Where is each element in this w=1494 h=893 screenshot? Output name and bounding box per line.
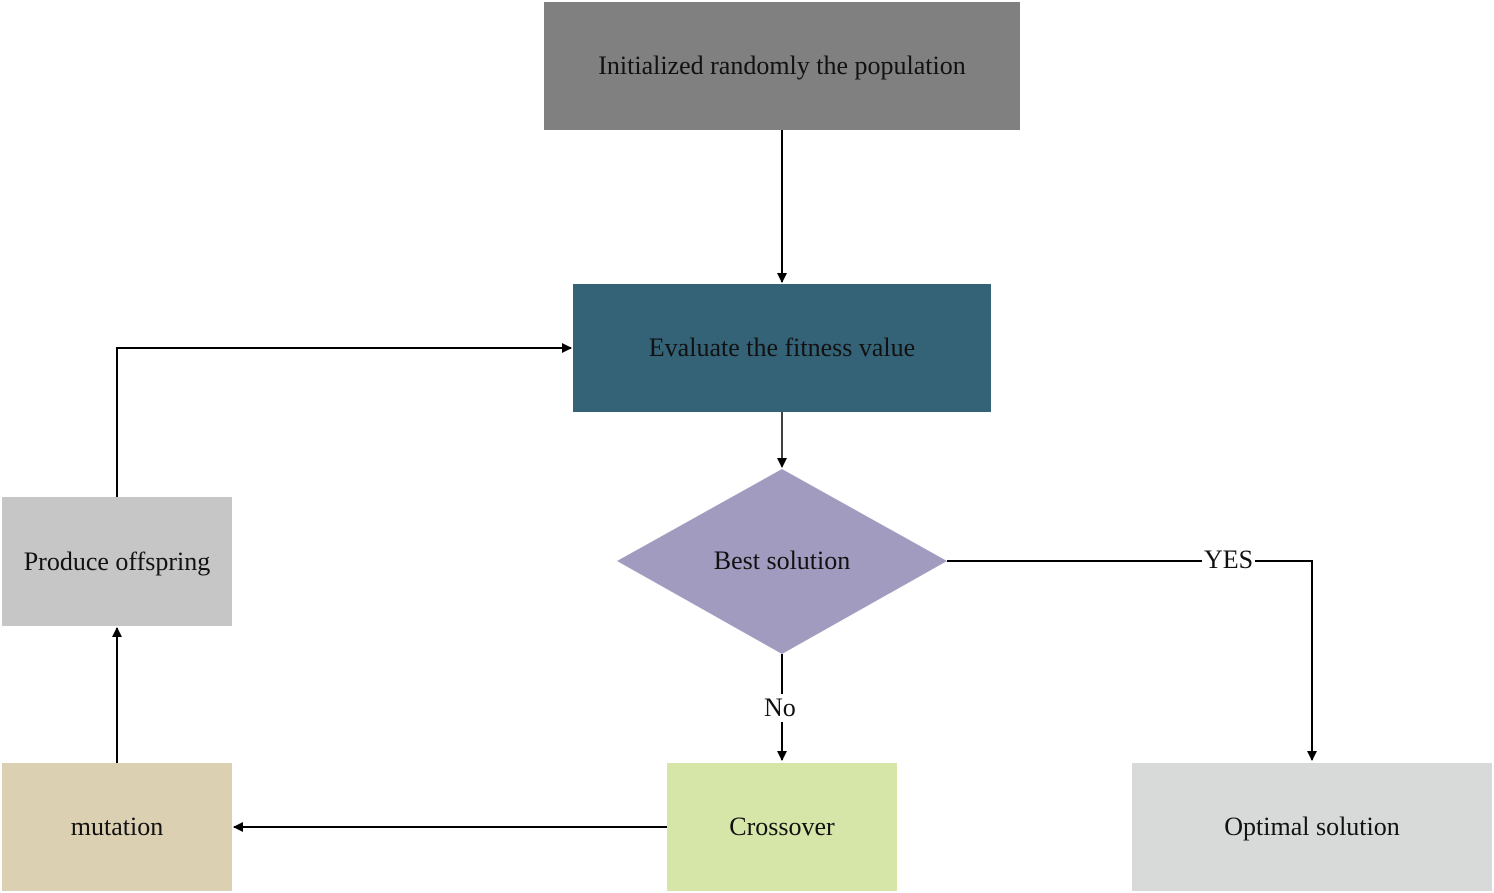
best-solution-label: Best solution <box>713 546 851 575</box>
mutation-box: mutation <box>2 763 232 891</box>
produce-offspring-box: Produce offspring <box>2 497 232 626</box>
yes-edge-label: YES <box>1202 545 1256 574</box>
evaluate-fitness-box: Evaluate the fitness value <box>573 284 991 412</box>
decision-diamond <box>617 469 947 654</box>
arrow-produce-to-evaluate <box>116 343 572 497</box>
no-edge-label: No <box>762 693 798 722</box>
crossover-box: Crossover <box>667 763 897 891</box>
optimal-solution-box: Optimal solution <box>1132 763 1492 891</box>
arrow-decision-to-optimal <box>947 560 1317 761</box>
init-population-box: Initialized randomly the population <box>544 2 1020 130</box>
